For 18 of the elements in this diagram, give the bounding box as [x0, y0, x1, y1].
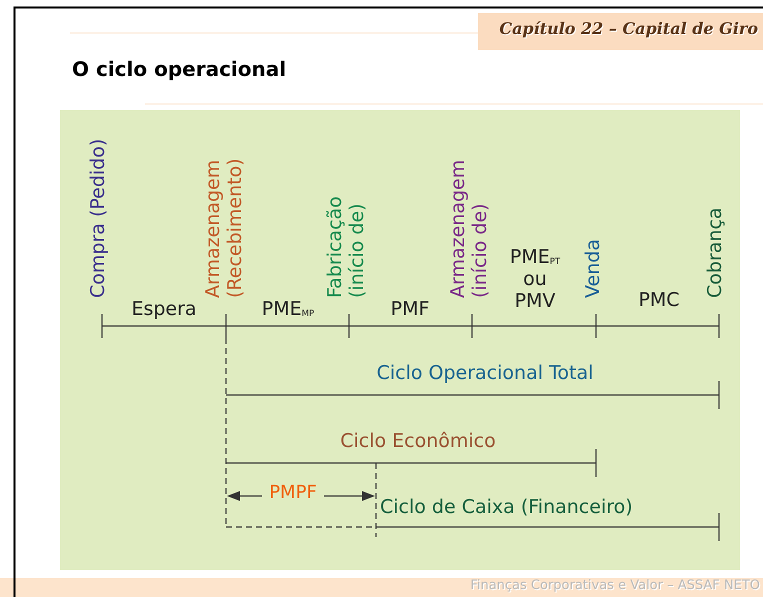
event-label: Cobrança [705, 206, 727, 298]
cycle-label: Ciclo de Caixa (Financeiro) [380, 497, 634, 519]
period-label: PMF [390, 299, 430, 321]
period-label: PME$_{PT}$ ou PMV [508, 247, 562, 313]
period-label: PMPF [268, 483, 318, 504]
chapter-header: Capítulo 22 – Capital de Giro [498, 20, 758, 38]
event-label: Compra (Pedido) [88, 138, 110, 298]
cycle-label: Ciclo Econômico [339, 431, 497, 453]
footer-text: Finanças Corporativas e Valor – ASSAF NETO [469, 579, 760, 594]
period-label: PME$_{MP}$ [260, 299, 316, 321]
period-label: PMC [637, 290, 681, 312]
title: O ciclo operacional [72, 58, 286, 81]
event-label: Armazenagem (Recebimento) [203, 157, 247, 298]
event-label: Armazenagem (início de) [448, 158, 492, 298]
period-label: Espera [130, 299, 198, 321]
event-label: Fabricação (início de) [325, 195, 369, 298]
event-label: Venda [583, 238, 605, 298]
cycle-label: Ciclo Operacional Total [376, 363, 594, 385]
